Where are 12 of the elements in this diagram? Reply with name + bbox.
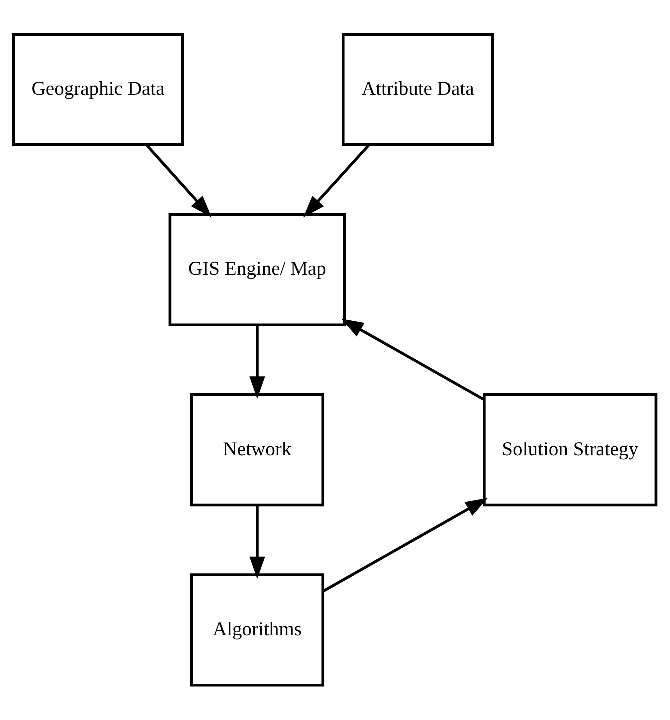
arrow — [303, 144, 370, 218]
node-box: Network — [190, 394, 325, 507]
node-box: Algorithms — [190, 574, 325, 687]
arrow — [146, 144, 212, 218]
node-box: Attribute Data — [342, 33, 494, 146]
arrow — [250, 506, 266, 580]
arrow — [341, 318, 486, 402]
node-box: Solution Strategy — [483, 394, 658, 507]
arrow — [322, 498, 488, 593]
arrow — [250, 326, 266, 400]
node-box: GIS Engine/ Map — [168, 213, 346, 326]
node-box: Geographic Data — [12, 33, 184, 146]
